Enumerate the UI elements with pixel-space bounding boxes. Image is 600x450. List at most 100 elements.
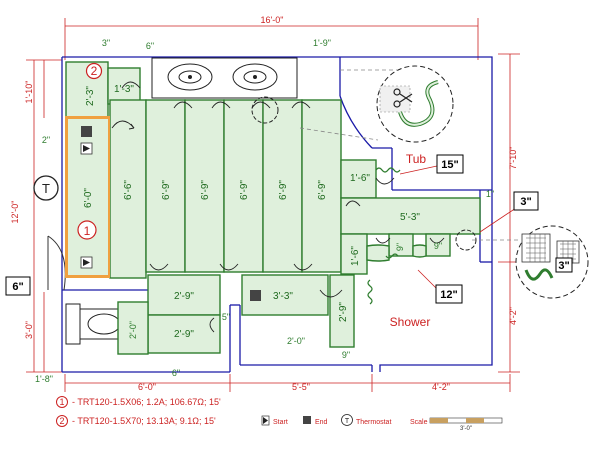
- legend-marker-2: 2: [59, 416, 64, 426]
- mat-label-1-6-side: 1'-6": [350, 246, 361, 266]
- dim-left-2in: 2": [42, 135, 50, 145]
- mat-label-6-9-e: 6'-9": [317, 180, 328, 200]
- mat-label-6-0: 6'-0": [83, 188, 94, 208]
- legend-thermostat-label: Thermostat: [356, 419, 391, 426]
- mat-label-2-0: 2'-0": [128, 321, 138, 339]
- callout-boxes: 15" 12" 6" 3": [5, 154, 539, 304]
- mat-2-9-b: [147, 314, 221, 354]
- highlight-frame: [65, 116, 110, 278]
- dim-top-3in: 3": [102, 38, 110, 48]
- start-marker-icon: [80, 256, 93, 269]
- mat-label-6-9-c: 6'-9": [239, 180, 250, 200]
- mat-label-6-6: 6'-6": [123, 180, 134, 200]
- tub-inset: [376, 65, 454, 143]
- dim-bottom-5-5: 5'-5": [292, 382, 310, 392]
- circle-markers: 2 1 T: [33, 62, 103, 240]
- end-marker-icon: [81, 126, 92, 137]
- legend-item-2: - TRT120-1.5X70; 13.13A; 9.1Ω; 15': [72, 416, 216, 426]
- legend-start-icon: [261, 415, 270, 426]
- legend-item-1: - TRT120-1.5X06; 1.2A; 106.67Ω; 15': [72, 397, 221, 407]
- start-end-markers: [80, 126, 261, 301]
- dim-top-6in: 6": [146, 41, 154, 51]
- mat-6-9-a: [145, 99, 186, 273]
- dim-top-total: 16'-0": [261, 15, 284, 25]
- end-marker-icon: [250, 290, 261, 301]
- mat-label-2-9-a: 2'-9": [174, 291, 194, 302]
- dimension-lines: [26, 18, 520, 392]
- circuit-1-marker: 1: [84, 224, 91, 238]
- serpentine-edges: [367, 167, 401, 305]
- dim-mid-5in: 5": [222, 312, 230, 322]
- mat-label-2-9-vert: 2'-9": [338, 302, 349, 322]
- legend-thermostat-icon: [341, 414, 353, 426]
- sink-left-icon: [167, 63, 213, 91]
- heating-mats: [65, 61, 481, 355]
- mat-2-9-vert: [329, 274, 355, 348]
- sink-right-icon: [232, 63, 278, 91]
- dim-bottom-4-2: 4'-2": [432, 382, 450, 392]
- dim-left-1-8: 1'-8": [35, 374, 53, 384]
- mat-2-0-small: [117, 301, 149, 355]
- dim-bottom-6in: 6": [172, 368, 180, 378]
- mat-label-9-a: 9": [395, 243, 405, 251]
- walls: [61, 56, 493, 373]
- dim-mid-2-0: 2'-0": [287, 336, 305, 346]
- scissors-icon: [393, 88, 413, 108]
- mat-label-2-3: 2'-3": [85, 86, 96, 106]
- callout-12in: 12": [440, 289, 457, 301]
- legend-scale-value: 3'-0": [460, 426, 472, 432]
- corner-inset: 3": [515, 225, 589, 299]
- mat-6-9-e: [301, 99, 342, 273]
- mat-6-9-b: [184, 99, 225, 273]
- mat-label-6-9-d: 6'-9": [278, 180, 289, 200]
- dim-right-1in: 1": [486, 189, 494, 199]
- start-marker-icon: [80, 142, 93, 155]
- tub-detail-circle: [251, 96, 279, 124]
- flow-arrows: [111, 81, 445, 333]
- legend-thermostat-letter: T: [345, 418, 350, 425]
- dim-left-1-10: 1'-10": [24, 81, 34, 104]
- mat-9-a: [388, 233, 414, 257]
- dim-left-3-0: 3'-0": [24, 321, 34, 339]
- legend-end-icon: [303, 416, 311, 424]
- dim-mid-9in: 9": [342, 350, 350, 360]
- mat-label-6-9-b: 6'-9": [200, 180, 211, 200]
- callout-15in: 15": [441, 159, 458, 171]
- toilet-icon: [65, 303, 126, 345]
- legend-scale-label: Scale: [410, 419, 428, 426]
- legend: 1 - TRT120-1.5X06; 1.2A; 106.67Ω; 15' 2 …: [56, 396, 503, 432]
- mat-6-9-d: [262, 99, 303, 273]
- inset-leader-bottom: [299, 127, 379, 141]
- callout-6in: 6": [12, 281, 23, 293]
- legend-end-label: End: [315, 419, 328, 426]
- circuit-2-marker: 2: [91, 64, 98, 78]
- thermostat-marker: T: [42, 181, 50, 196]
- mat-9-b: [425, 233, 451, 257]
- dim-left-12-0: 12'-0": [10, 201, 20, 224]
- scale-bar: [429, 417, 503, 424]
- dim-top-1-9: 1'-9": [313, 38, 331, 48]
- mat-label-9-b: 9": [434, 241, 442, 251]
- mat-label-1-3: 1'-3": [114, 84, 134, 95]
- mat-labels: 2'-3" 1'-3" 6'-0" 6'-6" 6'-9" 6'-9" 6'-9…: [83, 84, 442, 340]
- callout-3in: 3": [520, 196, 531, 208]
- mat-label-6-9-a: 6'-9": [161, 180, 172, 200]
- mat-label-5-3: 5'-3": [400, 212, 420, 223]
- room-label-shower: Shower: [390, 315, 431, 329]
- mat-label-2-9-b: 2'-9": [174, 329, 194, 340]
- dimension-labels: 16'-0" 3" 6" 1'-9" 1'-10" 12'-0" 2" 3'-0…: [10, 15, 518, 392]
- dim-right-7-10: 7'-10": [508, 147, 518, 170]
- mat-6-9-c: [223, 99, 264, 273]
- dim-right-4-2: 4'-2": [508, 307, 518, 325]
- legend-start-label: Start: [273, 419, 288, 426]
- inset-callout-3in: 3": [558, 260, 569, 272]
- mat-label-1-6-top: 1'-6": [350, 173, 370, 184]
- mat-6-6: [109, 99, 147, 279]
- dim-bottom-6-0: 6'-0": [138, 382, 156, 392]
- legend-marker-1: 1: [59, 397, 64, 407]
- corner-detail-circle: [455, 229, 477, 251]
- fixtures: [47, 57, 298, 345]
- mat-label-3-3: 3'-3": [273, 291, 293, 302]
- room-label-tub: Tub: [406, 152, 427, 166]
